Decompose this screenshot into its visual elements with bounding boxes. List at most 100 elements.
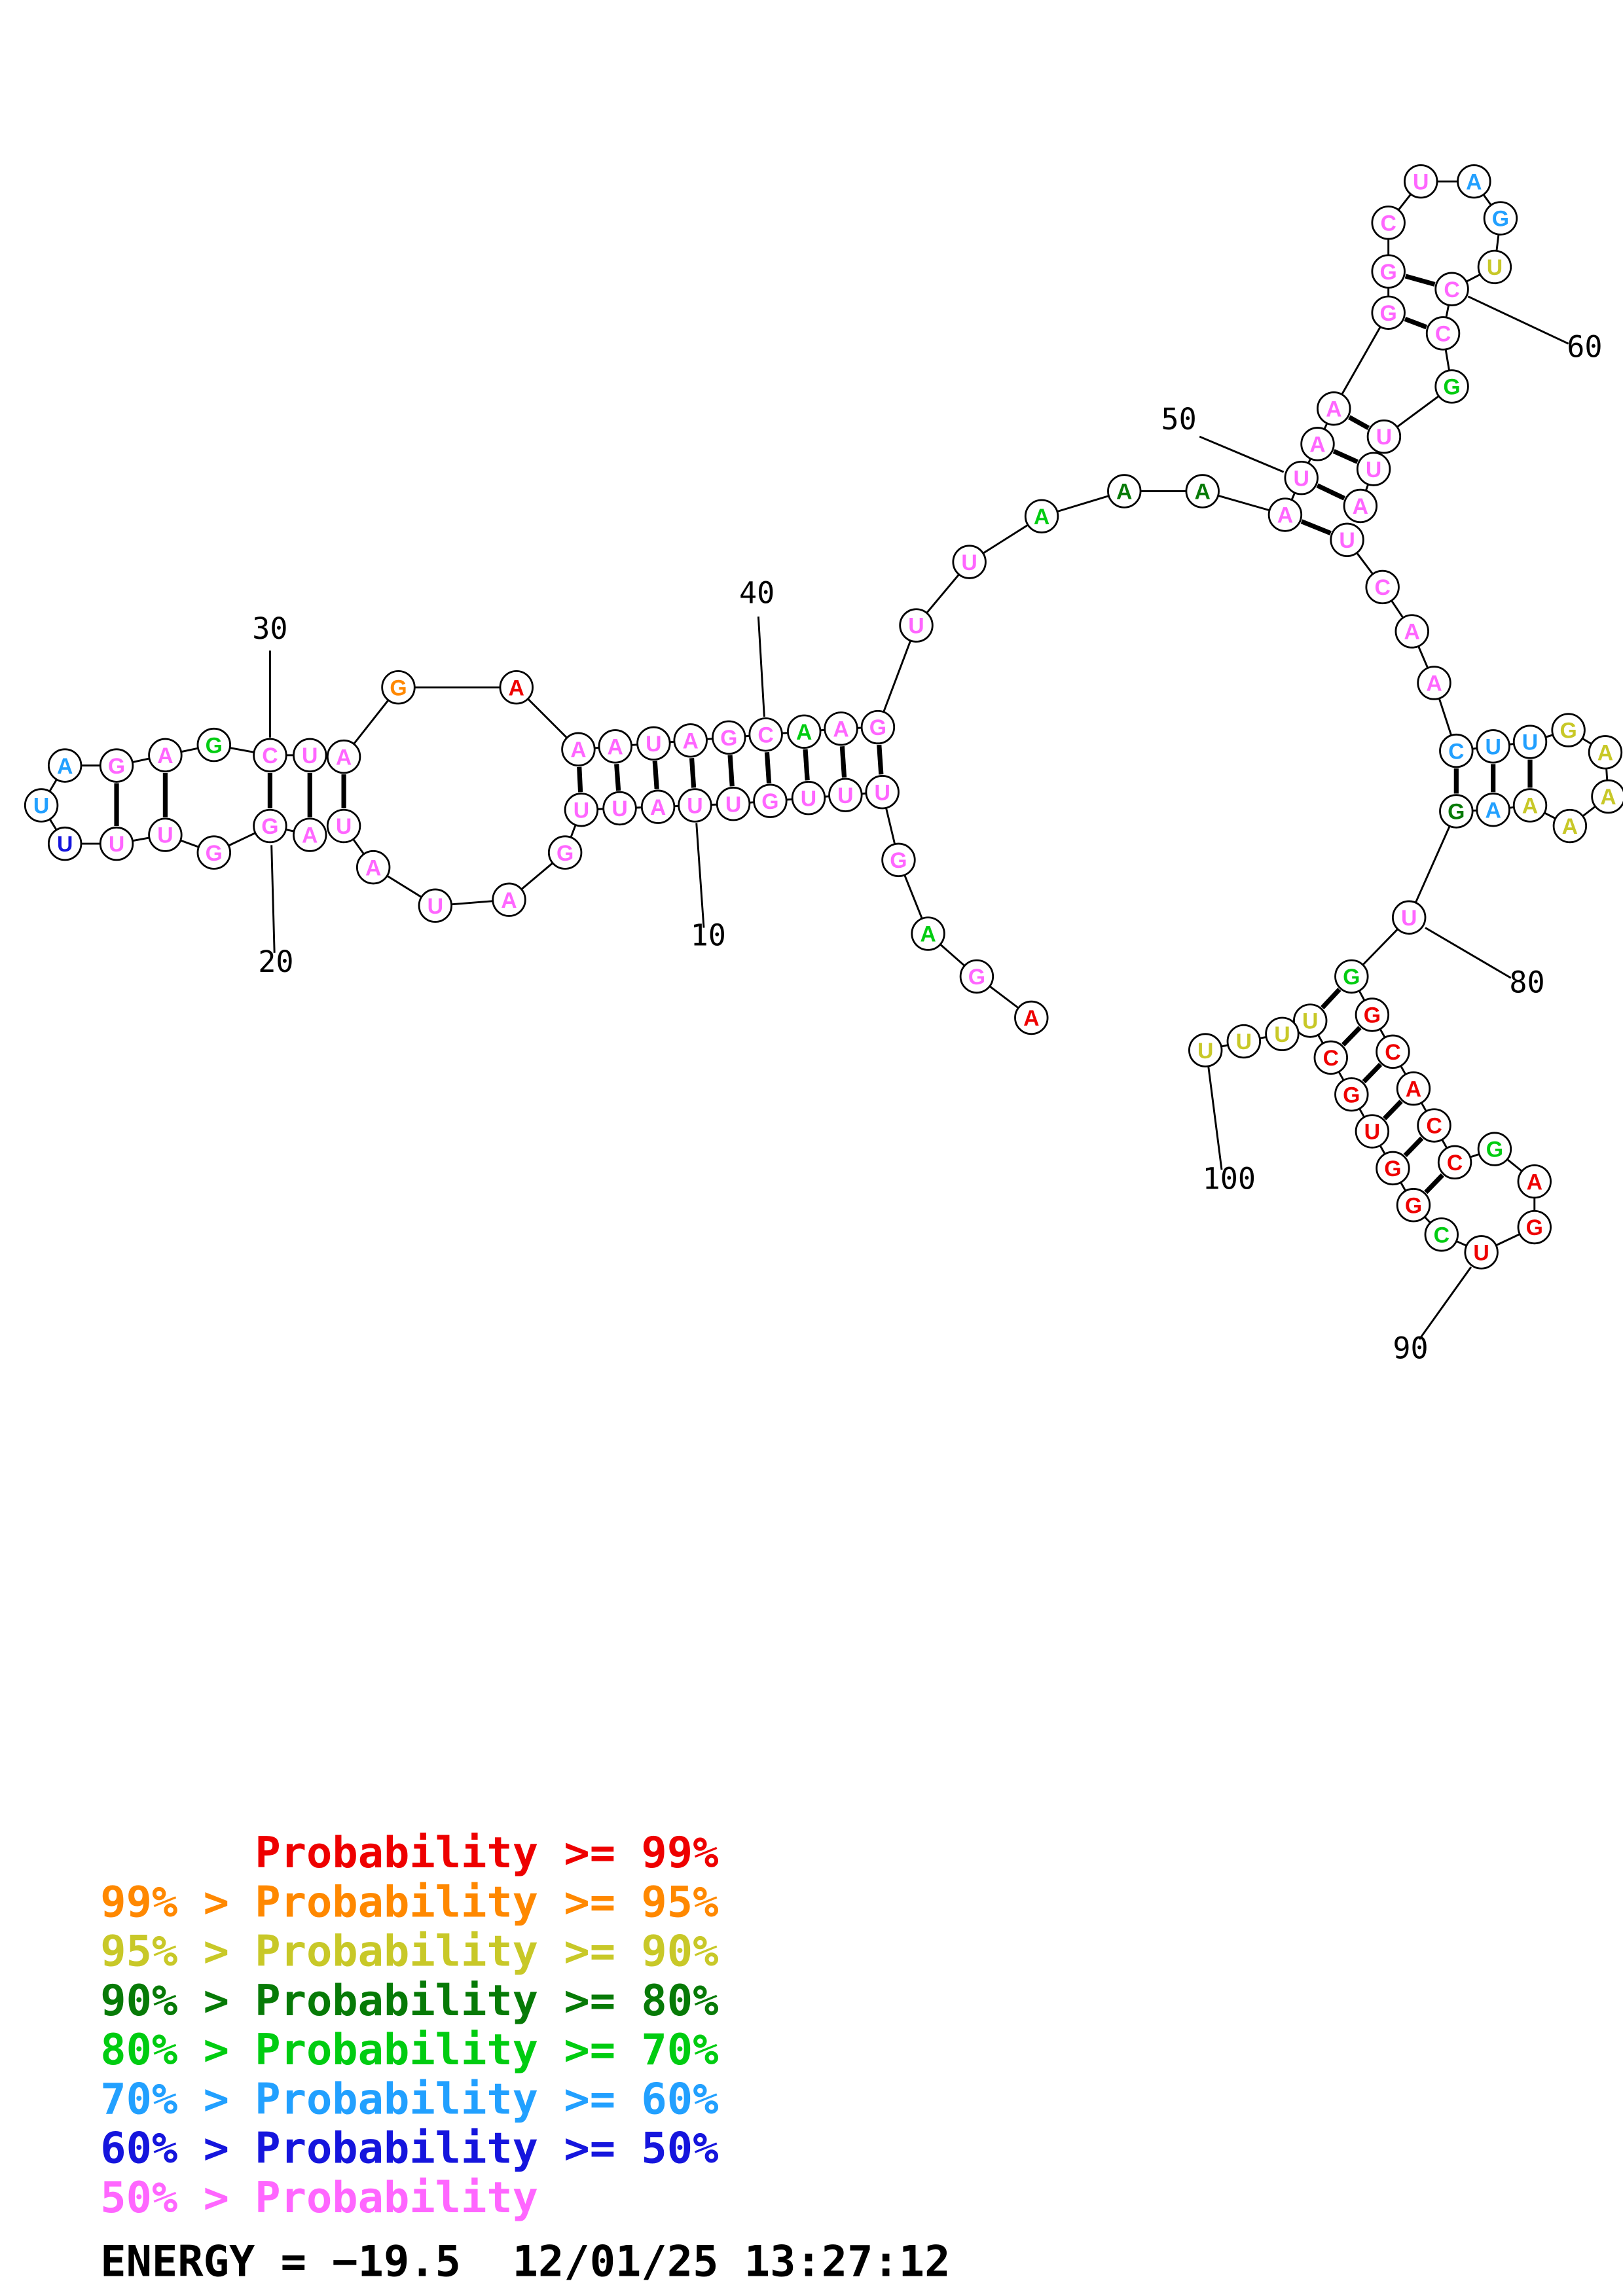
position-pointer-line (1425, 927, 1512, 979)
backbone-segment (1338, 1071, 1344, 1081)
position-label: 60 (1567, 329, 1602, 364)
nucleotide-letter: G (1405, 1193, 1422, 1218)
nucleotide-letter: C (1435, 321, 1451, 346)
nucleotide-circle (1334, 959, 1369, 994)
nucleotide-circle (547, 835, 583, 870)
nucleotide-letter: A (796, 720, 812, 745)
position-label: 100 (1203, 1161, 1256, 1196)
nucleotide-circle (1265, 1016, 1300, 1051)
basepair-line (1316, 483, 1345, 501)
legend-entry: 99% > Probability >= 95% (100, 1877, 718, 1927)
backbone-segment (387, 875, 422, 898)
nucleotide-letter: U (1364, 1120, 1380, 1145)
nucleotide-letter: A (833, 717, 848, 742)
nucleotide-circle (1395, 614, 1429, 649)
nucleotide-circle (1376, 1151, 1410, 1186)
nucleotide-letter: A (1466, 170, 1482, 194)
backbone-segment (1057, 495, 1108, 512)
basepair-line (614, 764, 621, 791)
backbone-segment (1441, 1139, 1448, 1148)
nucleotide-letter: G (968, 965, 985, 990)
position-label: 80 (1509, 965, 1544, 1000)
nucleotide-letter: G (1486, 1138, 1503, 1162)
nucleotide-letter: U (336, 814, 352, 839)
basepair-line (764, 752, 772, 783)
nucleotide-letter: A (1597, 741, 1613, 766)
backbone-segment (452, 900, 492, 906)
nucleotide-circle (1284, 460, 1319, 495)
position-pointer-line (1207, 1066, 1223, 1170)
backbone-segment (940, 944, 965, 966)
basepair-line (1403, 1136, 1424, 1157)
nucleotide-letter: G (1448, 800, 1465, 825)
nucleotide-circle (253, 738, 287, 773)
nucleotide-letter: C (1444, 278, 1459, 302)
nucleotide-letter: A (1406, 1077, 1421, 1102)
backbone-segment (521, 863, 553, 890)
nucleotide-circle (1366, 419, 1402, 454)
nucleotide-circle (1396, 1071, 1431, 1106)
nucleotide-circle (1517, 1210, 1552, 1245)
backbone-segment (1466, 274, 1480, 283)
basepair-line (577, 766, 583, 793)
nucleotide-letter: U (725, 792, 741, 817)
backbone-segment (1359, 991, 1365, 1001)
nucleotide-letter: A (1277, 503, 1293, 528)
nucleotide-circle (1300, 427, 1335, 461)
nucleotide-circle (1417, 666, 1451, 700)
nucleotide-circle (196, 727, 231, 762)
nucleotide-letter: U (611, 797, 627, 821)
backbone-segment (133, 836, 149, 842)
nucleotide-circle (1355, 1114, 1390, 1149)
nucleotide-letter: A (365, 855, 381, 880)
position-label: 40 (739, 576, 775, 611)
nucleotide-circle (1313, 1040, 1348, 1075)
nucleotide-circle (293, 817, 327, 852)
nucleotide-circle (1551, 713, 1586, 747)
nucleotide-circle (640, 789, 676, 824)
nucleotide-circle (148, 738, 183, 773)
nucleotide-circle (1552, 808, 1588, 844)
nucleotide-circle (860, 709, 896, 745)
nucleotide-letter: U (687, 794, 702, 819)
backbone-segment (1260, 1036, 1266, 1039)
nucleotide-letter: G (1384, 1157, 1401, 1181)
basepair-line (1404, 274, 1436, 287)
nucleotide-letter: U (1522, 730, 1538, 755)
nucleotide-letter: A (1023, 1006, 1039, 1031)
nucleotide-circle (791, 781, 826, 816)
nucleotide-circle (326, 739, 361, 774)
legend-entry: 95% > Probability >= 90% (100, 1927, 718, 1977)
nucleotide-circle (293, 738, 327, 773)
nucleotide-circle (1024, 499, 1059, 533)
nucleotide-letter: U (908, 614, 924, 639)
nucleotide-letter: A (1404, 620, 1420, 645)
nucleotide-letter: U (33, 794, 49, 819)
nucleotide-circle (1330, 522, 1364, 558)
nucleotide-letter: A (1485, 798, 1501, 823)
nucleotide-letter: U (1236, 1030, 1252, 1054)
nucleotide-letter: G (206, 733, 223, 758)
backbone-segment (1495, 235, 1500, 251)
backbone-segment (1507, 1158, 1522, 1172)
nucleotide-circle (959, 959, 994, 994)
nucleotide-circle (828, 778, 863, 812)
backbone-segment (787, 798, 792, 801)
backbone-segment (1291, 493, 1296, 500)
basepair-line (1300, 519, 1332, 536)
backbone-segment (1582, 738, 1592, 745)
nucleotide-letter: C (1385, 1040, 1400, 1065)
basepair-line (803, 749, 810, 781)
legend-entry: 50% > Probability (100, 2173, 538, 2223)
nucleotide-letter: U (1401, 906, 1417, 931)
nucleotide-letter: G (1343, 965, 1360, 990)
nucleotide-circle (1317, 391, 1351, 426)
nucleotide-letter: C (757, 723, 773, 747)
nucleotide-circle (1107, 474, 1142, 509)
nucleotide-circle (1512, 725, 1548, 759)
nucleotide-circle (1517, 1164, 1552, 1199)
nucleotide-circle (561, 732, 596, 767)
position-pointer-line (1467, 295, 1569, 345)
nucleotide-circle (636, 726, 671, 761)
nucleotide-circle (787, 714, 822, 749)
